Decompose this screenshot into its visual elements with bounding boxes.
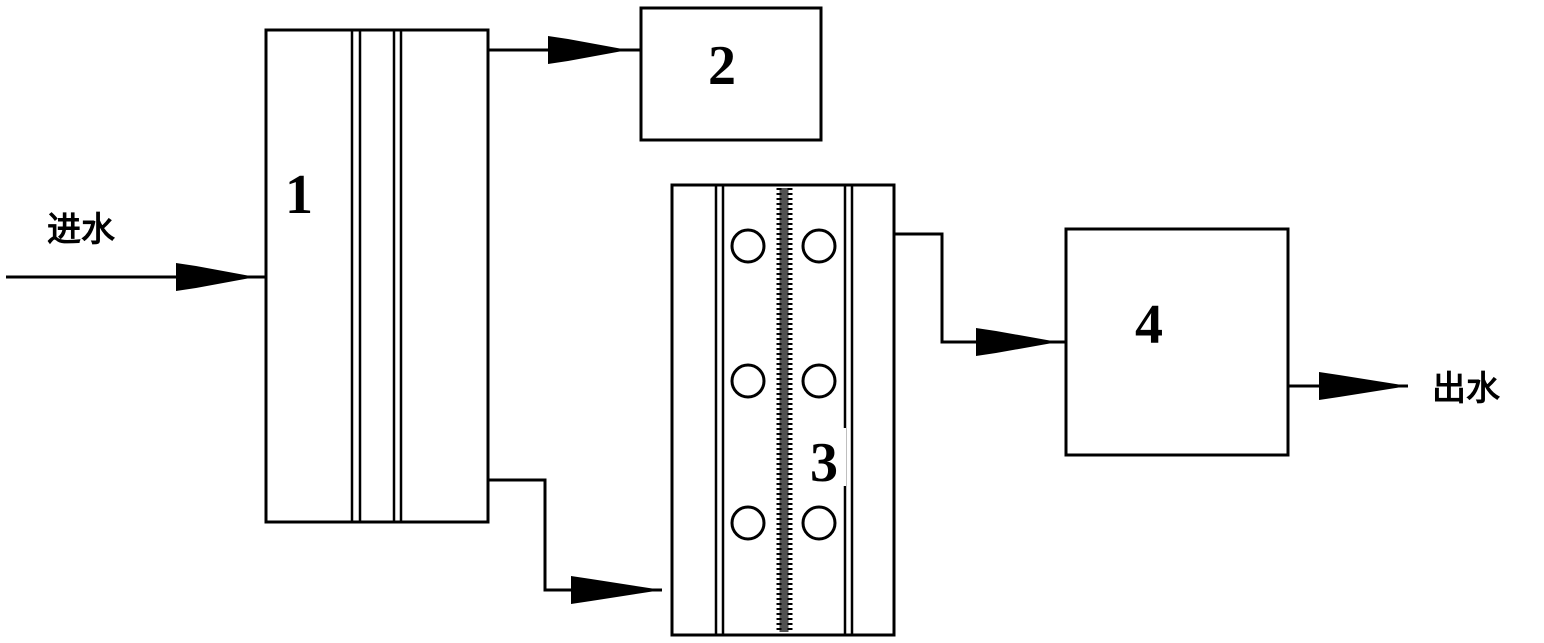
unit-3-label: 3 — [810, 432, 838, 494]
unit-2-box — [639, 6, 823, 142]
inlet-label: 进水 — [47, 210, 116, 250]
bubble-icon — [730, 505, 766, 541]
bubble-icon — [730, 228, 766, 264]
inlet-flow: 进水 — [6, 210, 266, 291]
arrow-right-icon — [976, 328, 1058, 356]
unit-1-box — [264, 28, 490, 524]
unit-4-label: 4 — [1135, 294, 1163, 356]
arrow-right-icon — [548, 36, 628, 64]
arrow-right-icon — [1319, 372, 1408, 400]
outlet-label: 出水 — [1432, 369, 1501, 409]
flow-1-to-3 — [488, 478, 662, 604]
unit-1-label: 1 — [285, 164, 313, 226]
arrow-right-icon — [176, 263, 256, 291]
flow-3-to-4 — [894, 232, 1066, 356]
flow-3-to-4-line — [894, 232, 1066, 344]
unit-2-label: 2 — [708, 35, 736, 97]
unit-3-label-bg — [802, 428, 846, 486]
bubble-icon — [801, 363, 837, 399]
bubble-icon — [801, 228, 837, 264]
outlet-flow: 出水 — [1288, 369, 1501, 409]
flow-1-to-3-line — [488, 478, 662, 592]
bubble-icon — [730, 363, 766, 399]
unit-1: 1 — [264, 28, 490, 524]
unit-2: 2 — [639, 6, 823, 142]
arrow-right-icon — [571, 576, 662, 604]
unit-4-box — [1064, 227, 1290, 457]
unit-3: 3 — [670, 183, 896, 637]
bubble-icon — [801, 505, 837, 541]
flow-1-to-2 — [488, 36, 641, 64]
unit-4: 4 — [1064, 227, 1290, 457]
